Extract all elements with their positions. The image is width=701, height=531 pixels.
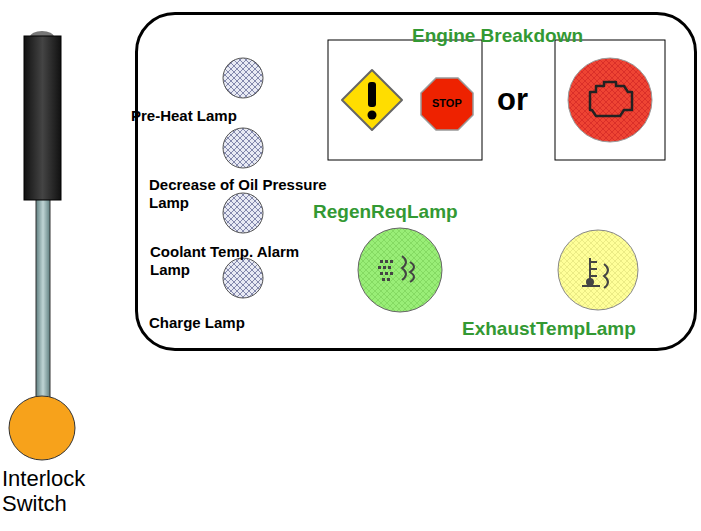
lamp-name: ExhaustTempLamp [462,318,636,341]
stop-octagon: STOP [420,77,474,131]
stop-text: STOP [432,97,462,110]
or-text: or [497,81,528,118]
switch-label: Interlock Switch [2,466,122,517]
lamp-label: Coolant Temp. Alarm Lamp [150,243,310,279]
lamp-label: Pre-Heat Lamp [131,107,237,125]
lamp-label: Charge Lamp [149,314,245,332]
panel-heading: Engine Breakdown [412,25,583,48]
lamp-name: RegenReqLamp [313,201,458,224]
